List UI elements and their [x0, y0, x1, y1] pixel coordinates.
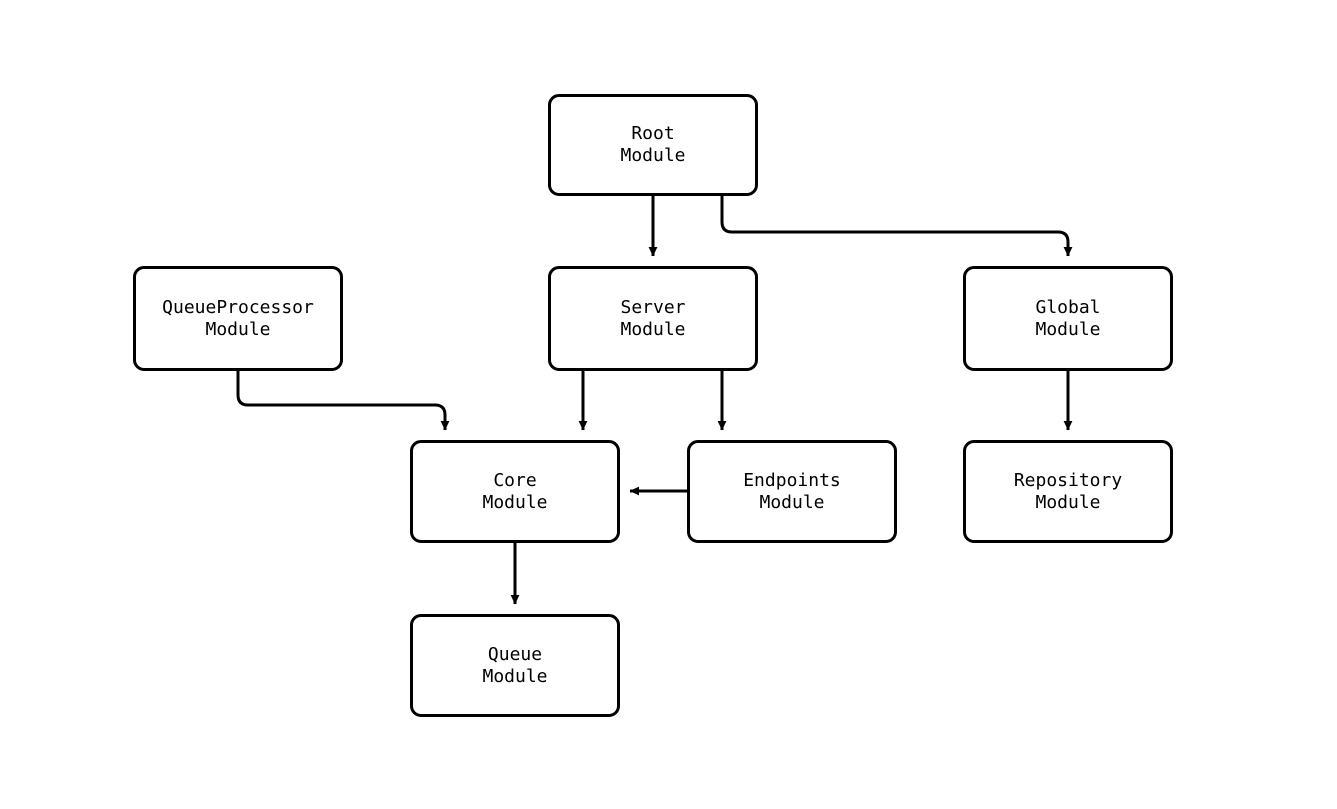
node-endpoints-module-line2: Module [759, 491, 825, 513]
node-core-module-line2: Module [482, 491, 548, 513]
node-global-module[interactable]: Global Module [963, 266, 1173, 371]
node-queue-module[interactable]: Queue Module [410, 614, 620, 717]
node-repository-module-line1: Repository [1013, 469, 1123, 491]
node-global-module-line2: Module [1035, 318, 1101, 340]
node-server-module[interactable]: Server Module [548, 266, 758, 371]
node-endpoints-module-line1: Endpoints [743, 469, 841, 491]
node-server-module-line1: Server [620, 296, 686, 318]
node-root-module[interactable]: Root Module [548, 94, 758, 196]
node-repository-module[interactable]: Repository Module [963, 440, 1173, 543]
node-queueprocessor-module-line1: QueueProcessor [162, 296, 314, 318]
node-root-module-line2: Module [620, 145, 686, 166]
node-queue-module-line1: Queue [487, 643, 543, 665]
node-repository-module-line2: Module [1035, 491, 1101, 513]
node-server-module-line2: Module [620, 318, 686, 340]
node-queueprocessor-module[interactable]: QueueProcessor Module [133, 266, 343, 371]
node-queueprocessor-module-line2: Module [205, 318, 271, 340]
edge-root-to-global [720, 196, 1073, 257]
node-global-module-line1: Global [1035, 296, 1101, 318]
node-endpoints-module[interactable]: Endpoints Module [687, 440, 897, 543]
node-core-module[interactable]: Core Module [410, 440, 620, 543]
node-queue-module-line2: Module [482, 665, 548, 687]
edge-queueprocessor-to-core [236, 371, 450, 431]
node-core-module-line1: Core [493, 469, 537, 491]
node-root-module-line1: Root [631, 123, 675, 144]
